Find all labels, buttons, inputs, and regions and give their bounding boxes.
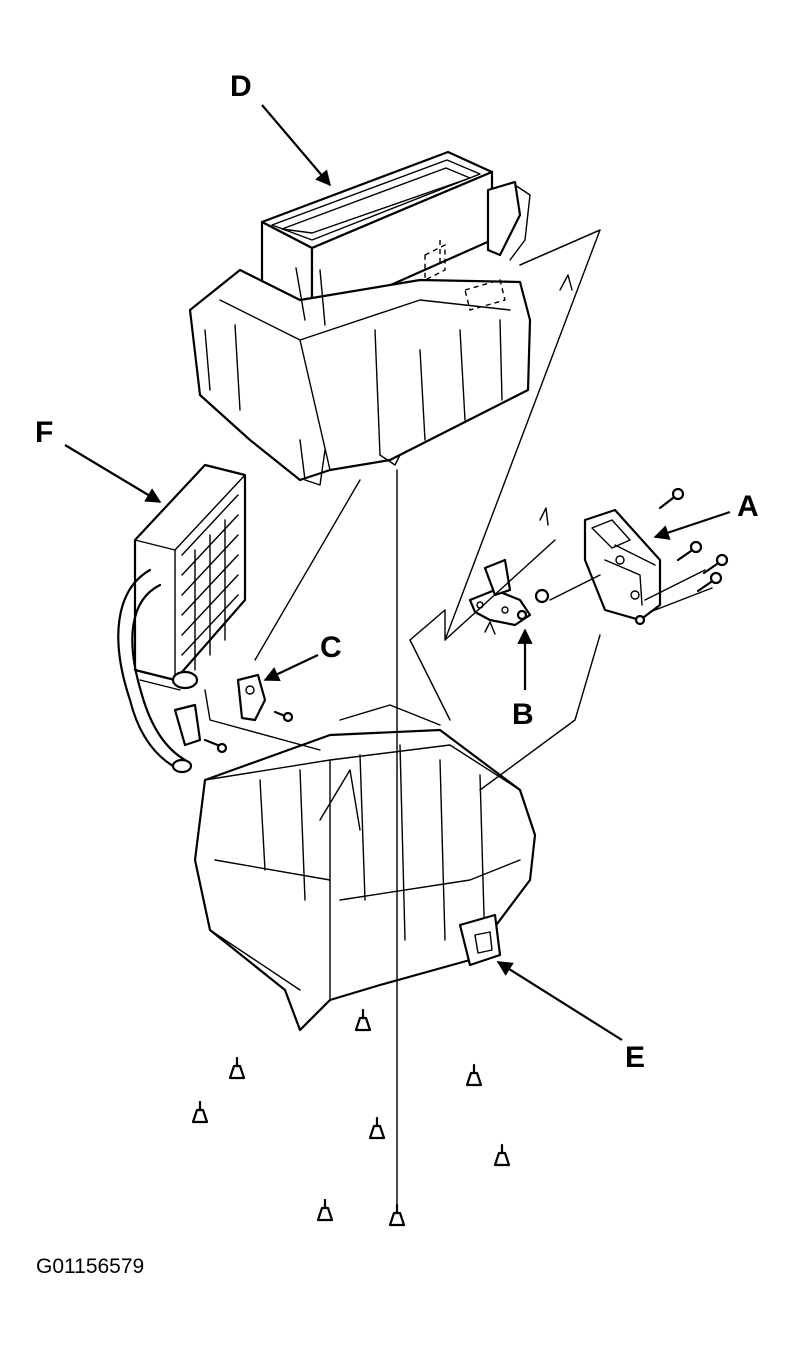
upper-heater-housing — [188, 150, 532, 486]
callout-d: D — [230, 70, 252, 103]
screws — [216, 487, 729, 754]
bracket-b — [468, 558, 550, 627]
actuator-a — [583, 508, 662, 626]
push-clips — [191, 1008, 511, 1227]
bracket-c — [236, 673, 294, 723]
lower-heater-housing — [193, 704, 537, 1032]
heater-core — [117, 463, 247, 774]
callout-f: F — [35, 416, 54, 449]
assembly-lines — [204, 229, 713, 1213]
callout-arrows — [64, 104, 731, 1041]
callout-c: C — [320, 631, 342, 664]
callout-b: B — [512, 698, 534, 731]
figure-id: G01156579 — [36, 1255, 145, 1278]
callout-a: A — [737, 490, 759, 523]
callout-e: E — [625, 1041, 646, 1074]
